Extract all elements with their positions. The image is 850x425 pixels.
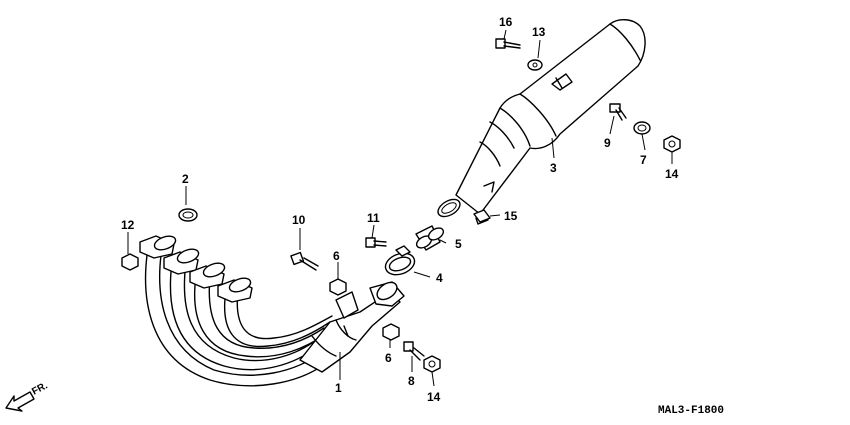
nut-part-12: [121, 253, 139, 271]
fr-label: FR.: [30, 380, 50, 397]
callout-3: 3: [550, 161, 557, 175]
callout-15: 15: [504, 209, 518, 223]
fr-arrow-icon: [5, 391, 35, 412]
callout-numbers: 1 2 3 4 5 6 6 7 8 9 10 11 12 13 14 14 15…: [121, 15, 679, 404]
leader-lines: [127, 29, 673, 387]
exhaust-header: [139, 235, 405, 387]
callout-14-lower: 14: [427, 390, 441, 404]
nut-part-14-lower: [423, 355, 441, 373]
gasket-part-5: [415, 225, 445, 251]
nut-part-6-upper: [329, 278, 347, 296]
diagram-code: MAL3-F1800: [658, 405, 724, 417]
callout-7: 7: [640, 153, 647, 167]
callout-11: 11: [367, 211, 380, 225]
bolt-part-8: [403, 341, 425, 361]
clip-part-15: [473, 209, 491, 225]
callout-6-lower: 6: [385, 351, 392, 365]
callout-4: 4: [436, 271, 443, 285]
clamp-part-4: [384, 245, 416, 276]
callout-2: 2: [182, 172, 189, 186]
washer-part-13: [527, 59, 543, 71]
callout-5: 5: [455, 237, 462, 251]
bolt-part-11: [365, 237, 387, 248]
callout-9: 9: [604, 136, 611, 150]
front-direction-arrow: FR.: [5, 380, 50, 412]
callout-16: 16: [499, 15, 513, 29]
callout-13: 13: [532, 25, 546, 39]
bolt-part-16: [495, 38, 521, 49]
muffler: [437, 19, 646, 218]
callout-8: 8: [408, 374, 415, 388]
bolt-part-9: [609, 103, 627, 121]
gasket-part-2: [178, 208, 198, 222]
callout-14-upper: 14: [665, 167, 679, 181]
nut-part-6-lower: [382, 323, 400, 341]
nut-part-14-upper: [663, 135, 681, 153]
callout-1: 1: [335, 381, 342, 395]
callout-12: 12: [121, 218, 135, 232]
collar-part-7: [633, 121, 651, 135]
callout-10: 10: [292, 213, 306, 227]
bolt-part-10: [290, 251, 319, 271]
callout-6-upper: 6: [333, 249, 340, 263]
